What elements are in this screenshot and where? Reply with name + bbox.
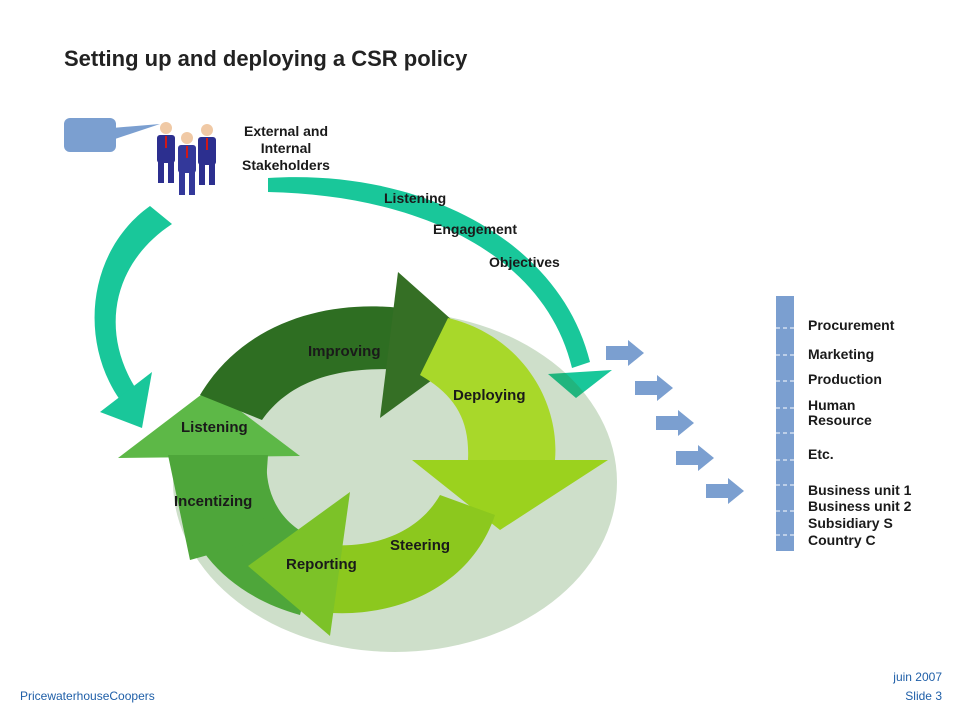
- dept-business-unit-2: Business unit 2: [808, 498, 912, 514]
- teal-arrow-left: [94, 206, 172, 428]
- dept-country-c: Country C: [808, 532, 876, 548]
- teal-arrow-right: [268, 177, 612, 398]
- step-listening: Listening: [384, 190, 447, 206]
- dept-business-unit-1: Business unit 1: [808, 482, 912, 498]
- blue-arrow-icon: [635, 375, 673, 401]
- cycle-label-steering: Steering: [390, 537, 451, 554]
- stakeholders-label: External and Internal Stakeholders: [242, 123, 330, 173]
- footer-company: PricewaterhouseCoopers: [20, 689, 155, 703]
- slide-title: Setting up and deploying a CSR policy: [64, 46, 468, 71]
- step-objectives: Objectives: [489, 254, 560, 270]
- department-arrows: [606, 340, 744, 504]
- dept-subsidiary-s: Subsidiary S: [808, 515, 893, 531]
- cycle-label-deploying: Deploying: [453, 387, 526, 404]
- cycle-label-listening: Listening: [181, 419, 248, 436]
- stakeholders-people-icon: [157, 122, 216, 195]
- dept-marketing: Marketing: [808, 346, 875, 362]
- cycle-label-improving: Improving: [308, 343, 381, 360]
- footer-slide-number: Slide 3: [905, 689, 942, 703]
- blue-arrow-icon: [676, 445, 714, 471]
- step-engagement: Engagement: [433, 221, 518, 237]
- footer-date: juin 2007: [893, 670, 942, 684]
- dept-production: Production: [808, 371, 882, 387]
- cycle-label-incentizing: Incentizing: [174, 493, 253, 510]
- cycle-label-reporting: Reporting: [286, 556, 357, 573]
- cycle-segment-steering: [248, 492, 495, 636]
- speech-bubble-icon: [64, 118, 160, 152]
- dept-etc: Etc.: [808, 446, 834, 462]
- blue-arrow-icon: [606, 340, 644, 366]
- dept-human-resource: Human Resource: [808, 397, 872, 428]
- cycle-segment-deploying: [412, 318, 608, 530]
- blue-arrow-icon: [656, 410, 694, 436]
- departments-bar: [776, 296, 808, 551]
- dept-procurement: Procurement: [808, 317, 895, 333]
- blue-arrow-icon: [706, 478, 744, 504]
- cycle-segment-improving: [200, 272, 480, 420]
